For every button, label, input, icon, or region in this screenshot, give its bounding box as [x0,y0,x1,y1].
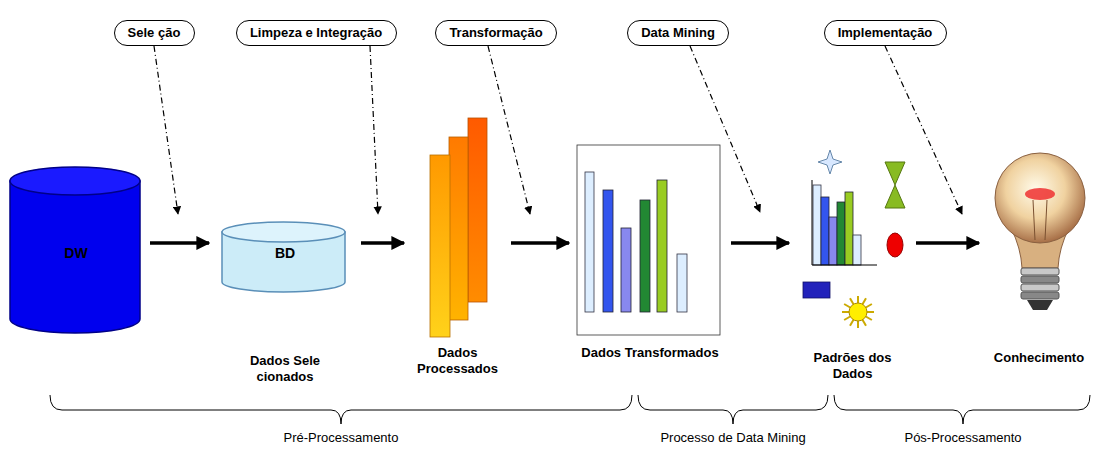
chart-bar [829,217,837,265]
bulb-base-ring [1021,268,1059,275]
sun-ray [863,298,867,304]
stage-figure: Dados Transformados [575,140,725,390]
step-name: Transformação [436,21,556,45]
chart-bar [603,190,613,312]
sun-ray [857,321,859,328]
hourglass-symbol [885,162,905,208]
flow-arrow [361,241,404,245]
stage-caption: Dados Transformados [575,345,725,361]
chart-bar [585,172,594,312]
store-name: DW [8,245,144,263]
curly-brace [638,395,828,424]
cylinder-top [222,222,345,242]
flow-arrow [731,241,789,245]
step-name: Implementação [825,21,946,45]
bulb-base-ring [1021,276,1059,283]
step-name: Limpeza e Integração [237,21,396,45]
sun-ray [857,296,859,303]
step-pointers [154,46,962,214]
stage-figure: Dados Processados [410,112,505,387]
sun-ray [866,317,872,321]
data-slab [468,118,487,302]
red-ellipse [887,233,903,257]
sun-ray [842,311,849,313]
phase-label: Pré-Processamento [282,430,401,445]
chart-axis [812,180,877,265]
sun-ray [863,320,867,326]
chart-bar [657,180,667,312]
stage-figure: BD Dados Sele cionados [215,215,355,390]
phase-label: Pós-Processamento [902,430,1023,445]
chart-bar [821,197,829,265]
filament-wire [1033,200,1047,240]
stage-figure: Padrões dos Dados [795,150,910,390]
bulb-drawing [985,130,1093,380]
stage-figure: Conhecimento [985,130,1093,380]
chart-bar [621,228,631,312]
sun-ray [850,320,854,326]
sun-ray [850,298,854,304]
cylinder-top [10,167,140,195]
pointer-line [885,46,962,214]
bulb-base-ring [1021,284,1059,291]
sun-disc [849,303,867,321]
step-name: Sele ção [115,21,194,45]
sun-ray [844,304,850,308]
stage-caption: Conhecimento [985,350,1093,366]
step-label: Transformação [435,20,557,46]
curly-brace [50,395,632,424]
step-label: Sele ção [114,20,195,46]
stage-caption: Dados Processados [412,345,504,378]
step-label: Data Mining [627,20,729,46]
sun-ray [866,304,872,308]
chart-bar [640,200,650,312]
stage-caption: Padrões dos Dados [803,350,903,383]
stage-figure: DW [8,165,144,337]
flow-arrow [916,241,979,245]
flow-arrow [511,241,569,245]
sun-symbol [842,296,874,328]
data-slab [430,155,450,337]
star-symbol [818,150,842,174]
blue-block [803,282,830,298]
pointer-line [154,46,178,214]
chart-bar [677,254,687,312]
step-name: Data Mining [628,21,728,45]
braces [50,395,1090,424]
pointer-line [488,46,530,214]
sun-ray [844,317,850,321]
bulb-base-ring [1021,292,1059,299]
bulb-glass [995,153,1085,243]
chart-bar [853,235,861,265]
chart-bar [813,185,821,265]
chart-frame [577,145,720,335]
pointer-line [370,46,378,214]
chart-bar [845,192,853,265]
stage-caption: Dados Sele cionados [230,353,340,386]
flow-arrow [150,241,209,245]
bulb-tip [1027,300,1053,310]
sun-ray [867,311,874,313]
data-slab [449,137,468,320]
step-label: Implementação [824,20,947,46]
phase-label: Processo de Data Mining [658,430,807,445]
bulb-filament [1025,188,1055,200]
step-label: Limpeza e Integração [236,20,397,46]
store-name: BD [215,245,355,263]
chart-bar [837,202,845,265]
curly-brace [834,395,1090,424]
